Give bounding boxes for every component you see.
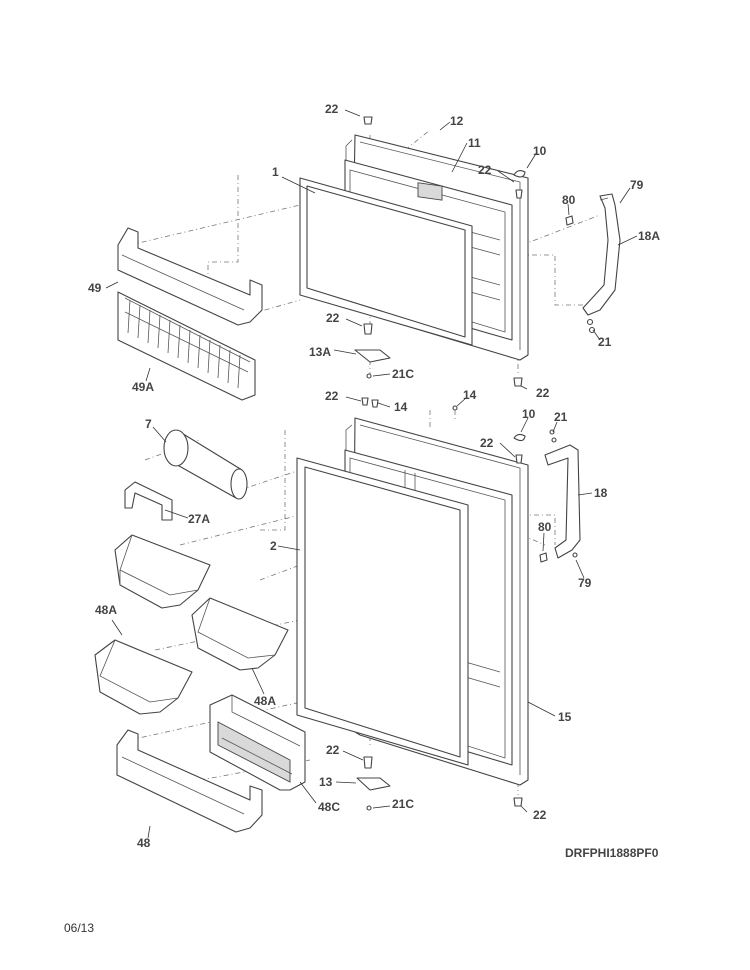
part-label: 22 xyxy=(326,311,340,325)
dairy-door-handle-27a xyxy=(124,481,173,521)
freezer-door-screws-top xyxy=(363,116,596,334)
part-label: 14 xyxy=(463,388,477,402)
part-label: 10 xyxy=(533,144,547,158)
part-label: 48A xyxy=(95,603,117,617)
part-label: 22 xyxy=(480,436,494,450)
freezer-door-gasket xyxy=(299,177,473,346)
part-number-labels: 22 12 11 10 22 79 80 18A 1 49 22 13A 21C… xyxy=(88,102,660,850)
freezer-door-shelf-49 xyxy=(117,227,263,326)
part-label: 22 xyxy=(326,743,340,757)
part-label: 48C xyxy=(318,800,340,814)
label-leader-lines xyxy=(105,109,638,839)
part-label: 79 xyxy=(630,178,644,192)
part-label: 13A xyxy=(309,345,331,359)
part-label: 21C xyxy=(392,797,414,811)
door-bin-48a-upper xyxy=(114,534,211,609)
part-label: 7 xyxy=(145,417,152,431)
freezer-handle xyxy=(582,193,621,316)
freezer-wire-basket-49a xyxy=(117,291,256,401)
fresh-food-handle xyxy=(544,444,581,559)
part-label: 48 xyxy=(137,836,151,850)
part-label: 48A xyxy=(254,694,276,708)
date-code: 06/13 xyxy=(64,921,94,935)
part-label: 49A xyxy=(132,380,154,394)
part-label: 21C xyxy=(392,367,414,381)
part-label: 27A xyxy=(188,512,210,526)
part-label: 18A xyxy=(638,229,660,243)
part-label: 15 xyxy=(558,710,572,724)
part-label: 80 xyxy=(538,520,552,534)
part-label: 22 xyxy=(536,386,550,400)
part-label: 22 xyxy=(478,163,492,177)
freezer-door-label-12 xyxy=(417,182,443,201)
part-label: 80 xyxy=(562,193,576,207)
part-label: 11 xyxy=(468,136,481,150)
part-label: 1 xyxy=(272,165,279,179)
part-label: 22 xyxy=(325,389,339,403)
part-label: 21 xyxy=(554,410,568,424)
fresh-food-hinge-13 xyxy=(356,756,523,811)
part-label: 10 xyxy=(522,407,536,421)
part-label: 2 xyxy=(270,539,277,553)
door-bin-48a-middle xyxy=(191,597,289,671)
part-label: 21 xyxy=(598,335,612,349)
dairy-compartment-7 xyxy=(163,429,248,500)
part-label: 12 xyxy=(450,114,464,128)
door-bin-48a-lower xyxy=(94,639,193,715)
part-label: 14 xyxy=(394,400,408,414)
part-label: 22 xyxy=(533,808,547,822)
fresh-food-door-screws xyxy=(361,397,578,563)
model-code: DRFPHI1888PF0 xyxy=(565,846,659,860)
door-shelf-rail-48 xyxy=(116,729,263,833)
part-label: 49 xyxy=(88,281,102,295)
part-label: 79 xyxy=(578,576,592,590)
door-bin-48c xyxy=(209,694,306,791)
part-label: 13 xyxy=(319,775,333,789)
part-label: 22 xyxy=(325,102,339,116)
part-label: 18 xyxy=(594,486,608,500)
fresh-food-door-gasket xyxy=(296,457,469,766)
